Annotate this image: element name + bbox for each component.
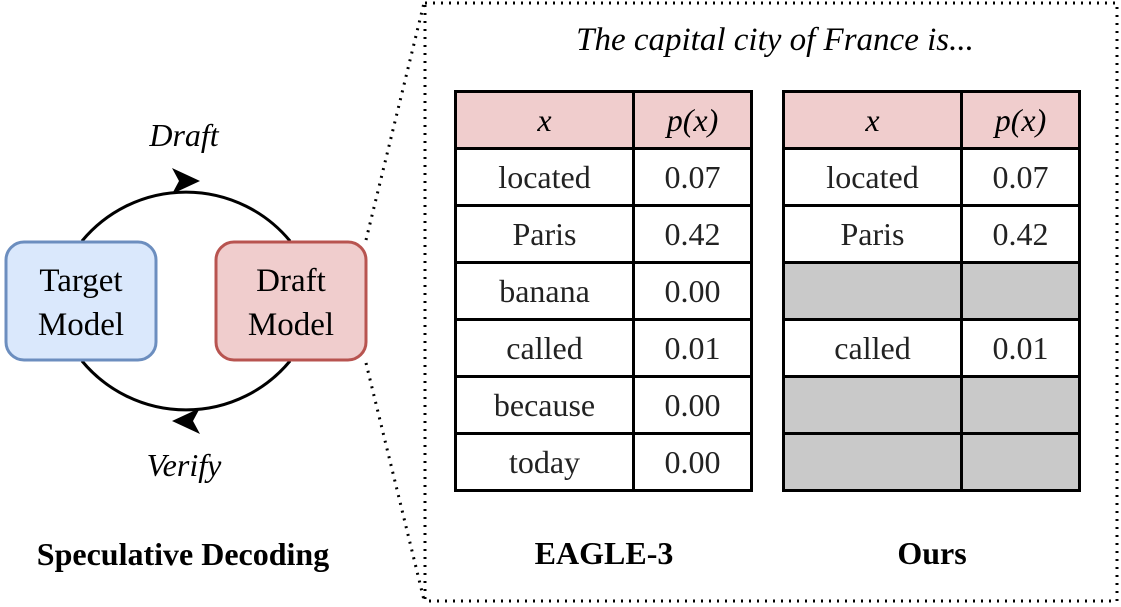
prompt-text: The capital city of France is... [576,22,974,58]
prob-cell: 0.42 [632,204,753,264]
token-cell: Paris [782,204,963,264]
token-cell: called [454,318,635,378]
prob-cell: 0.01 [632,318,753,378]
token-cell: today [454,432,635,492]
token-cell [782,375,963,435]
token-column-header: x [782,90,963,150]
zoom-connector-bottom [364,362,426,601]
token-cell: banana [454,261,635,321]
draft-arrowhead-icon [172,168,200,194]
token-cell: located [454,147,635,207]
prob-cell: 0.00 [632,261,753,321]
draft-model-label-line2: Model [248,307,334,343]
verify-arrow-label: Verify [147,447,222,483]
token-cell: Paris [454,204,635,264]
table-header-row: x p(x) [454,90,753,150]
verify-cycle-arc [80,360,292,412]
prob-cell: 0.01 [960,318,1081,378]
prob-cell [960,375,1081,435]
prob-cell: 0.00 [632,375,753,435]
prob-cell: 0.07 [960,147,1081,207]
prob-column-header: p(x) [960,90,1081,150]
table-header-row: x p(x) [782,90,1081,150]
target-model-box [4,240,158,362]
prob-cell: 0.42 [960,204,1081,264]
target-model-label-line2: Model [38,307,124,343]
token-cell [782,432,963,492]
token-column-header: x [454,90,635,150]
zoom-frame [423,1,1119,603]
table-row-masked [782,261,1081,321]
prob-cell [960,261,1081,321]
token-cell [782,261,963,321]
draft-model-box [214,240,368,362]
table-row-masked [782,375,1081,435]
token-cell: located [782,147,963,207]
draft-arrow-label: Draft [148,117,219,153]
token-cell: because [454,375,635,435]
draft-model-label-line1: Draft [256,263,326,299]
verify-arrowhead-icon [172,408,200,434]
prob-cell: 0.07 [632,147,753,207]
table-row-masked [782,432,1081,492]
target-model-label-line1: Target [39,263,122,299]
prob-cell: 0.00 [632,432,753,492]
token-cell: called [782,318,963,378]
eagle3-caption: EAGLE-3 [534,535,674,571]
ours-caption: Ours [897,535,967,571]
speculative-decoding-title: Speculative Decoding [37,536,329,572]
prob-cell [960,432,1081,492]
zoom-connector-top [364,2,426,241]
draft-cycle-arc [80,190,292,242]
prob-column-header: p(x) [632,90,753,150]
